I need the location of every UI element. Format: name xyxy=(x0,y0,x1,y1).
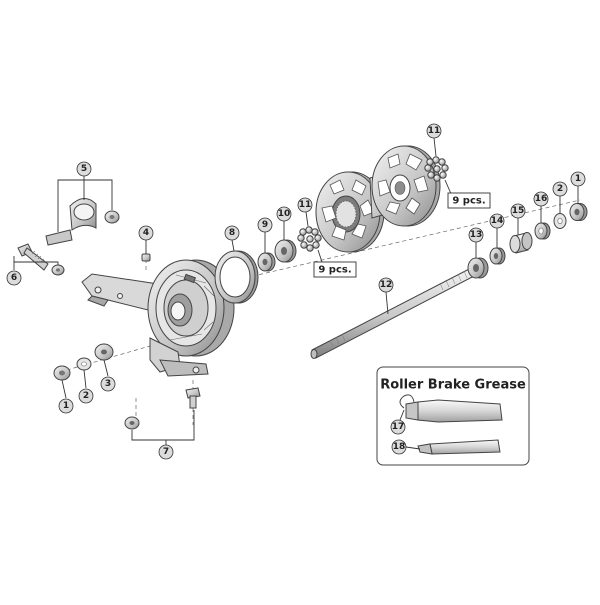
svg-text:7: 7 xyxy=(163,447,169,457)
quantity-label-right: 9 pcs. xyxy=(447,192,491,209)
hub-axle-part xyxy=(310,265,479,359)
brake-arm-part xyxy=(81,273,167,313)
svg-text:17: 17 xyxy=(392,422,405,432)
bearing-part xyxy=(274,239,297,263)
callout-8: 8 xyxy=(224,225,240,241)
callout-13: 13 xyxy=(468,227,484,243)
svg-text:16: 16 xyxy=(535,194,548,204)
svg-text:3: 3 xyxy=(105,379,111,389)
callout-2-right: 2 xyxy=(552,181,568,197)
callout-1-left: 1 xyxy=(58,398,74,414)
svg-text:13: 13 xyxy=(470,230,483,240)
svg-text:6: 6 xyxy=(11,273,17,283)
small-grease-tube-part xyxy=(417,439,501,455)
svg-text:9 pcs.: 9 pcs. xyxy=(452,196,485,207)
callout-2-left: 2 xyxy=(78,388,94,404)
callout-9: 9 xyxy=(257,217,273,233)
callout-3: 3 xyxy=(100,376,116,392)
clamp-band-part xyxy=(45,198,120,246)
svg-text:2: 2 xyxy=(557,184,563,194)
svg-text:2: 2 xyxy=(83,391,89,401)
callout-12: 12 xyxy=(378,277,394,293)
small-pin-part xyxy=(141,253,151,262)
callout-5: 5 xyxy=(76,161,92,177)
svg-text:18: 18 xyxy=(393,442,406,452)
callout-10: 10 xyxy=(276,206,292,222)
callout-6: 6 xyxy=(6,270,22,286)
quantity-label-left: 9 pcs. xyxy=(313,261,357,278)
callout-17: 17 xyxy=(390,419,406,435)
callout-7: 7 xyxy=(158,444,174,460)
cone-nut-part xyxy=(94,343,114,361)
brake-ring-part xyxy=(214,250,259,304)
spacer-part xyxy=(509,232,533,254)
washer-right-part xyxy=(553,213,567,229)
svg-text:5: 5 xyxy=(81,164,87,174)
svg-text:11: 11 xyxy=(428,126,441,136)
lock-nut-right-part xyxy=(569,203,588,221)
callout-11-right: 11 xyxy=(426,123,442,139)
cone-part xyxy=(257,252,276,272)
leader-lines xyxy=(13,137,579,446)
washer-part xyxy=(76,357,92,371)
callout-16: 16 xyxy=(533,191,549,207)
callout-1-right: 1 xyxy=(570,171,586,187)
grease-box: Roller Brake Grease 17 18 xyxy=(376,366,530,466)
callout-11-left: 11 xyxy=(297,197,313,213)
svg-text:12: 12 xyxy=(380,280,393,290)
svg-text:1: 1 xyxy=(63,401,69,411)
grease-box-title: Roller Brake Grease xyxy=(380,378,526,393)
bolt-part xyxy=(17,243,49,271)
svg-text:9 pcs.: 9 pcs. xyxy=(318,265,351,276)
mount-nut-part xyxy=(124,416,140,430)
lock-nut-part xyxy=(53,365,71,381)
svg-text:14: 14 xyxy=(491,216,504,226)
dust-cap-part xyxy=(534,222,551,240)
callout-15: 15 xyxy=(510,203,526,219)
svg-text:11: 11 xyxy=(299,200,312,210)
ball-bearing-cluster-right xyxy=(424,156,449,182)
callout-4: 4 xyxy=(138,225,154,241)
svg-text:8: 8 xyxy=(229,228,235,238)
svg-text:15: 15 xyxy=(512,206,525,216)
cone-right-part xyxy=(489,247,506,265)
hub-shell-part xyxy=(315,145,441,253)
grease-tube-part xyxy=(399,394,503,423)
svg-text:10: 10 xyxy=(278,209,291,219)
brake-drum-part xyxy=(147,259,235,377)
svg-text:1: 1 xyxy=(575,174,581,184)
small-nut-part xyxy=(51,264,65,276)
svg-text:4: 4 xyxy=(143,228,149,238)
mount-bolt-part xyxy=(185,387,201,409)
ball-cup-part xyxy=(467,257,489,279)
ball-bearing-cluster-left xyxy=(297,226,322,252)
callout-14: 14 xyxy=(489,213,505,229)
callout-18: 18 xyxy=(391,439,407,455)
callout-badges: 1 2 3 4 5 6 7 8 xyxy=(6,123,586,460)
svg-text:9: 9 xyxy=(262,220,268,230)
